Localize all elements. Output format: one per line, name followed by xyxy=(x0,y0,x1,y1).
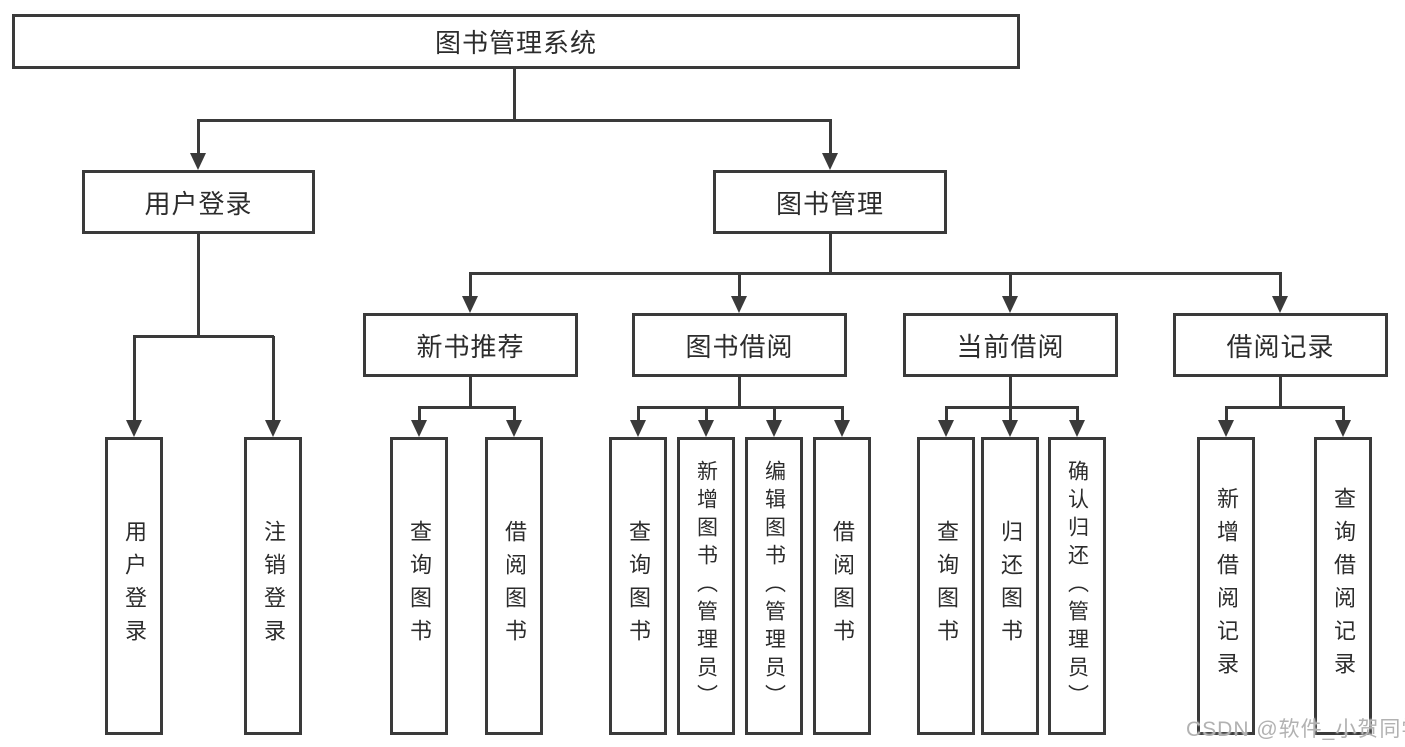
arrow-down-icon xyxy=(462,296,478,313)
connector-vline xyxy=(272,336,275,422)
connector-hline xyxy=(637,406,843,409)
node-library-management-system: 图书管理系统 xyxy=(12,14,1020,69)
connector-vline xyxy=(1225,406,1228,423)
connector-vline xyxy=(469,272,472,298)
leaf-add-book-admin: 新增图书（管理员） xyxy=(677,437,735,735)
connector-vline xyxy=(1279,376,1282,407)
leaf-confirm-return-admin-label: 确认归还（管理员） xyxy=(1065,460,1089,712)
node-book-borrowing-label: 图书借阅 xyxy=(685,331,794,362)
leaf-edit-book-admin: 编辑图书（管理员） xyxy=(745,437,803,735)
connector-vline xyxy=(513,406,516,423)
arrow-down-icon xyxy=(834,420,850,437)
node-book-management-label: 图书管理 xyxy=(775,188,884,219)
connector-vline xyxy=(738,272,741,298)
node-library-management-system-label: 图书管理系统 xyxy=(434,28,597,58)
leaf-return-books-label: 归还图书 xyxy=(998,520,1023,652)
node-user-login: 用户登录 xyxy=(82,170,315,234)
connector-vline xyxy=(705,406,708,423)
leaf-user-login: 用户登录 xyxy=(105,437,163,735)
leaf-borrow-books-2-label: 借阅图书 xyxy=(830,520,855,652)
connector-vline xyxy=(829,233,832,274)
connector-hline xyxy=(469,272,1281,275)
leaf-borrow-books-recommend: 借阅图书 xyxy=(485,437,543,735)
connector-vline xyxy=(469,376,472,407)
connector-vline xyxy=(1279,272,1282,298)
leaf-user-login-label: 用户登录 xyxy=(122,520,147,652)
arrow-down-icon xyxy=(766,420,782,437)
arrow-down-icon xyxy=(1002,296,1018,313)
arrow-down-icon xyxy=(126,420,142,437)
leaf-query-books-borrow-label: 查询图书 xyxy=(626,520,651,652)
arrow-down-icon xyxy=(731,296,747,313)
arrow-down-icon xyxy=(1272,296,1288,313)
connector-vline xyxy=(1076,406,1079,423)
leaf-query-books-current-label: 查询图书 xyxy=(934,520,959,652)
arrow-down-icon xyxy=(822,153,838,170)
arrow-down-icon xyxy=(1002,420,1018,437)
connector-vline xyxy=(197,119,200,154)
leaf-borrow-books-recommend-label: 借阅图书 xyxy=(502,520,527,652)
leaf-confirm-return-admin: 确认归还（管理员） xyxy=(1048,437,1106,735)
node-current-borrowing: 当前借阅 xyxy=(903,313,1118,377)
arrow-down-icon xyxy=(1069,420,1085,437)
node-borrowing-records: 借阅记录 xyxy=(1173,313,1388,377)
connector-vline xyxy=(133,336,136,422)
connector-vline xyxy=(738,376,741,407)
leaf-query-books-recommend: 查询图书 xyxy=(390,437,448,735)
connector-vline xyxy=(1009,272,1012,298)
connector-hline xyxy=(133,335,274,338)
node-book-management: 图书管理 xyxy=(713,170,947,234)
arrow-down-icon xyxy=(630,420,646,437)
connector-vline xyxy=(418,406,421,423)
leaf-query-borrow-record: 查询借阅记录 xyxy=(1314,437,1372,735)
connector-hline xyxy=(197,119,831,122)
connector-vline xyxy=(637,406,640,423)
leaf-query-borrow-record-label: 查询借阅记录 xyxy=(1331,487,1356,685)
connector-vline xyxy=(945,406,948,423)
leaf-logout: 注销登录 xyxy=(244,437,302,735)
connector-vline xyxy=(829,119,832,154)
node-book-borrowing: 图书借阅 xyxy=(632,313,847,377)
arrow-down-icon xyxy=(1335,420,1351,437)
connector-vline xyxy=(197,233,200,338)
node-new-book-recommend-label: 新书推荐 xyxy=(416,331,525,362)
arrow-down-icon xyxy=(190,153,206,170)
connector-hline xyxy=(1225,406,1344,409)
leaf-query-books-borrow: 查询图书 xyxy=(609,437,667,735)
connector-vline xyxy=(1009,406,1012,423)
arrow-down-icon xyxy=(265,420,281,437)
node-user-login-label: 用户登录 xyxy=(144,188,253,219)
leaf-logout-label: 注销登录 xyxy=(261,520,286,652)
connector-hline xyxy=(418,406,515,409)
node-current-borrowing-label: 当前借阅 xyxy=(956,331,1065,362)
node-borrowing-records-label: 借阅记录 xyxy=(1226,331,1335,362)
connector-vline xyxy=(1009,376,1012,407)
connector-vline xyxy=(773,406,776,423)
arrow-down-icon xyxy=(698,420,714,437)
leaf-add-borrow-record-label: 新增借阅记录 xyxy=(1214,487,1239,685)
leaf-add-book-admin-label: 新增图书（管理员） xyxy=(694,460,718,712)
leaf-edit-book-admin-label: 编辑图书（管理员） xyxy=(762,460,786,712)
node-new-book-recommend: 新书推荐 xyxy=(363,313,578,377)
arrow-down-icon xyxy=(938,420,954,437)
leaf-query-books-current: 查询图书 xyxy=(917,437,975,735)
arrow-down-icon xyxy=(506,420,522,437)
leaf-borrow-books-2: 借阅图书 xyxy=(813,437,871,735)
connector-vline xyxy=(1342,406,1345,423)
arrow-down-icon xyxy=(411,420,427,437)
leaf-query-books-recommend-label: 查询图书 xyxy=(407,520,432,652)
connector-vline xyxy=(513,68,516,121)
leaf-add-borrow-record: 新增借阅记录 xyxy=(1197,437,1255,735)
arrow-down-icon xyxy=(1218,420,1234,437)
leaf-return-books: 归还图书 xyxy=(981,437,1039,735)
connector-hline xyxy=(945,406,1078,409)
watermark: CSDN @软件_小贺同学 xyxy=(1186,718,1405,741)
connector-vline xyxy=(841,406,844,423)
